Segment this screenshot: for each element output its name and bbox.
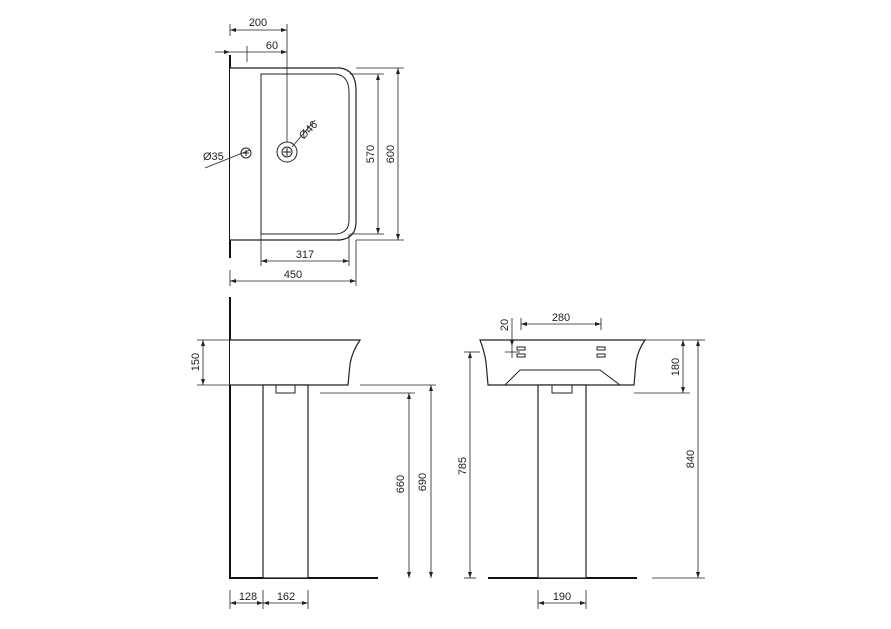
side-waste-trap — [275, 384, 296, 394]
dim-600-label: 600 — [385, 145, 397, 163]
tap-hole-left-bottom — [516, 353, 526, 358]
dim-128-label: 128 — [239, 591, 257, 603]
dim-200-label: 200 — [249, 17, 267, 29]
dim-d35-label: Ø35 — [203, 151, 224, 163]
basin-inner-outline — [260, 73, 350, 235]
basin-outer-outline — [230, 67, 357, 241]
dim-450-label: 450 — [284, 269, 302, 281]
dim-280-label: 280 — [552, 312, 570, 324]
front-pedestal — [537, 384, 587, 579]
dim-150-label: 150 — [190, 353, 202, 371]
front-waste-trap — [551, 384, 573, 394]
front-view: 20 280 785 180 840 190 — [457, 312, 705, 609]
side-basin — [230, 339, 362, 386]
front-basin-underside — [504, 369, 621, 386]
dim-570-label: 570 — [365, 145, 377, 163]
dim-840-label: 840 — [685, 450, 697, 468]
dim-785-label: 785 — [457, 457, 469, 475]
side-view: 150 660 690 128 162 — [190, 297, 436, 609]
front-basin — [479, 339, 647, 386]
dim-60-label: 60 — [266, 40, 278, 52]
dim-317-label: 317 — [296, 249, 314, 261]
dim-162-label: 162 — [277, 591, 295, 603]
tap-hole-right-bottom — [596, 353, 606, 358]
tap-hole-left-top — [516, 346, 526, 351]
tap-hole-right-top — [596, 346, 606, 351]
dim-180-label: 180 — [670, 358, 682, 376]
dim-660-label: 660 — [395, 475, 407, 493]
dim-690-label: 690 — [417, 473, 429, 491]
dim-20-label: 20 — [499, 319, 511, 331]
overflow-hole — [240, 147, 252, 159]
dim-190-label: 190 — [553, 591, 571, 603]
side-pedestal — [262, 384, 309, 579]
top-view: 200 60 Ø35 Ø46 570 600 317 — [203, 17, 404, 286]
waste-inner — [281, 146, 293, 158]
